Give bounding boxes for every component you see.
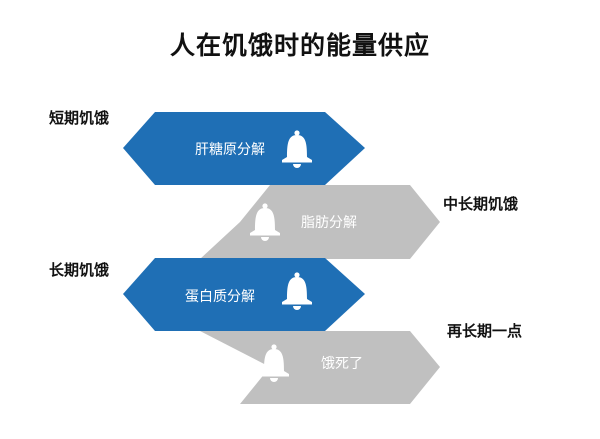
stage-shape-4 [200, 331, 440, 404]
stage-process-3: 蛋白质分解 [185, 289, 255, 305]
stage-label-1: 短期饥饿 [49, 109, 110, 127]
stage-process-4: 饿死了 [321, 356, 363, 372]
stage-label-4: 再长期一点 [447, 322, 523, 340]
stage-label-2: 中长期饥饿 [443, 195, 519, 213]
stage-process-1: 肝糖原分解 [195, 142, 265, 158]
stage-shape-1 [123, 112, 365, 185]
stage-shape-3 [123, 258, 365, 331]
page-title: 人在饥饿时的能量供应 [169, 31, 430, 60]
stage-label-3: 长期饥饿 [49, 261, 110, 279]
stage-shape-2 [200, 185, 440, 259]
stage-process-2: 脂肪分解 [301, 215, 357, 231]
